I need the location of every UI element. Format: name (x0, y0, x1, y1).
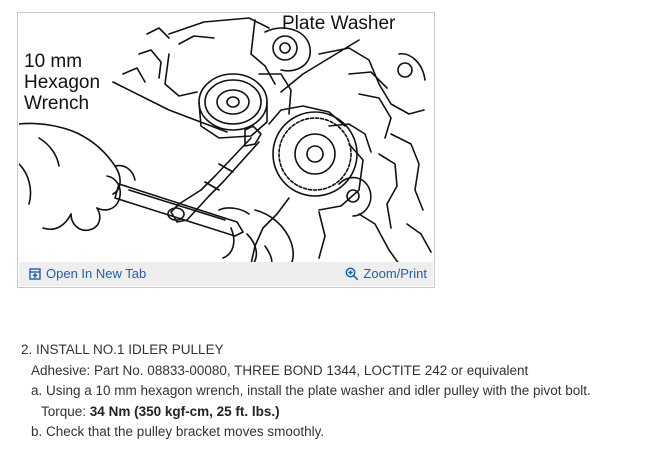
substep-b: b. Check that the pulley bracket moves s… (31, 424, 325, 439)
idler-pulley-illustration (19, 14, 435, 264)
open-in-new-tab-button[interactable]: Open In New Tab (29, 266, 146, 281)
hexagon-wrench-label: 10 mm Hexagon Wrench (24, 51, 100, 114)
hexagon-wrench-label-line1: 10 mm (24, 51, 83, 72)
step-heading: 2. INSTALL NO.1 IDLER PULLEY (21, 342, 224, 357)
figure-container: Plate Washer 10 mm Hexagon Wrench Open I… (17, 12, 435, 288)
torque-value: 34 Nm (350 kgf-cm, 25 ft. lbs.) (89, 403, 280, 419)
hexagon-wrench-label-line2: Hexagon (24, 72, 101, 93)
zoom-print-label: Zoom/Print (363, 266, 427, 281)
procedure-steps: 2. INSTALL NO.1 IDLER PULLEY Adhesive: P… (21, 340, 641, 443)
hexagon-wrench-label-line3: Wrench (24, 93, 90, 114)
torque-label: Torque: (41, 403, 87, 419)
open-in-new-tab-label: Open In New Tab (46, 266, 147, 281)
open-in-new-tab-icon (29, 267, 42, 280)
torque-spec: Torque: 34 Nm (350 kgf-cm, 25 ft. lbs.) (21, 402, 641, 423)
magnifier-icon (345, 267, 359, 281)
adhesive-spec: Adhesive: Part No. 08833-00080, THREE BO… (31, 362, 529, 378)
plate-washer-label: Plate Washer (282, 13, 396, 34)
figure-toolbar: Open In New Tab Zoom/Print (19, 262, 433, 286)
zoom-print-button[interactable]: Zoom/Print (345, 266, 427, 281)
substep-a: a. Using a 10 mm hexagon wrench, install… (31, 383, 591, 398)
